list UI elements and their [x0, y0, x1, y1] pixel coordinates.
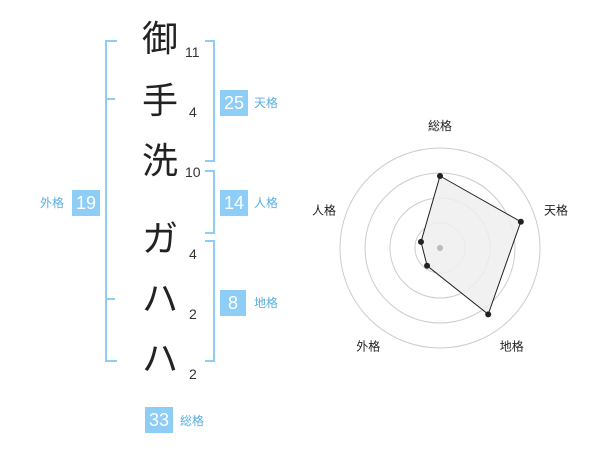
- gaikaku-bracket-tick-1: [105, 98, 115, 100]
- radar-point-2: [517, 218, 524, 225]
- radar-point-5: [417, 238, 424, 245]
- name-char-3: 洗: [141, 141, 178, 182]
- radar-area: [420, 175, 522, 316]
- radar-point-1: [437, 173, 443, 179]
- stroke-count-1: 11: [185, 44, 200, 60]
- name-char-1: 御: [141, 19, 178, 60]
- radar-axis-label-4: 外格: [356, 339, 380, 354]
- tenkaku-label: 天格: [254, 96, 279, 110]
- stroke-count-2: 4: [189, 104, 197, 120]
- gaikaku-value: 19: [72, 190, 100, 216]
- name-char-6: ハ: [141, 339, 178, 380]
- radar-axis-label-3: 地格: [500, 339, 524, 354]
- radar-axis-label-5: 人格: [312, 202, 336, 217]
- radar-center: [437, 245, 443, 251]
- radar-axis-label-2: 天格: [544, 202, 568, 217]
- chikaku-value: 8: [220, 290, 246, 316]
- stroke-count-5: 2: [189, 306, 197, 322]
- radar-ring-4: [339, 147, 541, 349]
- chikaku-label: 地格: [254, 296, 279, 310]
- gaikaku-bracket-tick-2: [105, 298, 115, 300]
- name-char-2: 手: [141, 81, 178, 122]
- gaikaku-label: 外格: [40, 196, 65, 210]
- soukaku-label: 総格: [180, 414, 205, 428]
- name-char-5: ハ: [141, 279, 178, 320]
- jinkaku-bracket: [205, 170, 215, 234]
- jinkaku-label: 人格: [254, 196, 279, 210]
- radar-point-4: [424, 262, 431, 269]
- stroke-count-4: 4: [189, 246, 197, 262]
- name-char-4: ガ: [141, 219, 178, 260]
- tenkaku-value: 25: [220, 90, 248, 116]
- stroke-count-3: 10: [185, 164, 201, 180]
- radar-point-3: [485, 311, 492, 318]
- soukaku-value: 33: [145, 407, 173, 433]
- tenkaku-bracket: [205, 40, 215, 162]
- gaikaku-bracket: [105, 40, 117, 362]
- jinkaku-value: 14: [220, 190, 248, 216]
- chikaku-bracket: [205, 240, 215, 362]
- stroke-count-6: 2: [189, 366, 197, 382]
- radar-axis-label-1: 総格: [428, 118, 452, 133]
